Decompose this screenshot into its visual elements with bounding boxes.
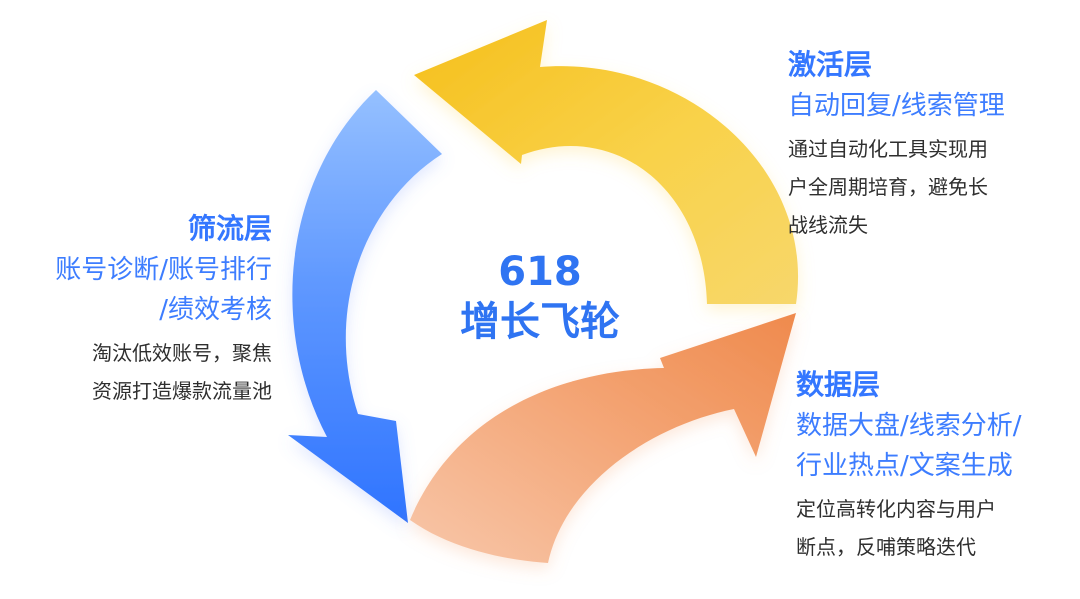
activate-layer-description-line-1: 通过自动化工具实现用 [788,137,988,161]
filter-layer-subtitle: 账号诊断/账号排行 /绩效考核 [12,250,272,330]
data-layer-subtitle: 数据大盘/线索分析/ 行业热点/文案生成 [796,406,1066,486]
activate-layer-subtitle: 自动回复/线索管理 [788,86,1058,126]
data-layer-subtitle-line-1: 数据大盘/线索分析/ [796,411,1022,441]
activate-layer-description: 通过自动化工具实现用 户全周期培育，避免长 战线流失 [788,130,1058,244]
data-layer-subtitle-line-2: 行业热点/文案生成 [796,451,1013,481]
activate-layer-block: 激活层 自动回复/线索管理 通过自动化工具实现用 户全周期培育，避免长 战线流失 [788,48,1058,244]
filter-layer-subtitle-line-2: /绩效考核 [159,295,272,325]
data-layer-description-line-2: 断点，反哺策略迭代 [796,535,976,559]
activate-layer-subtitle-line-1: 自动回复/线索管理 [788,91,1005,121]
blue-curved-arrow-icon [288,90,442,523]
filter-layer-title: 筛流层 [187,212,272,245]
data-layer-description-line-1: 定位高转化内容与用户 [796,497,996,521]
yellow-curved-arrow-icon [414,20,799,304]
filter-layer-description-line-1: 淘汰低效账号，聚焦 [92,341,272,365]
filter-layer-subtitle-line-1: 账号诊断/账号排行 [55,255,272,285]
activate-layer-description-line-3: 战线流失 [788,213,868,237]
data-layer-description: 定位高转化内容与用户 断点，反哺策略迭代 [796,490,1066,566]
filter-layer-description-line-2: 资源打造爆款流量池 [92,379,272,403]
orange-curved-arrow-icon [410,313,796,563]
activate-layer-description-line-2: 户全周期培育，避免长 [788,175,988,199]
flywheel-center: 618 增长飞轮 [420,250,660,346]
data-layer-block: 数据层 数据大盘/线索分析/ 行业热点/文案生成 定位高转化内容与用户 断点，反… [796,368,1066,566]
activate-layer-title: 激活层 [788,48,873,81]
filter-layer-description: 淘汰低效账号，聚焦 资源打造爆款流量池 [12,334,272,410]
data-layer-title: 数据层 [796,368,881,401]
center-number: 618 [498,249,582,295]
center-label: 增长飞轮 [460,299,620,345]
filter-layer-block: 筛流层 账号诊断/账号排行 /绩效考核 淘汰低效账号，聚焦 资源打造爆款流量池 [12,212,272,410]
